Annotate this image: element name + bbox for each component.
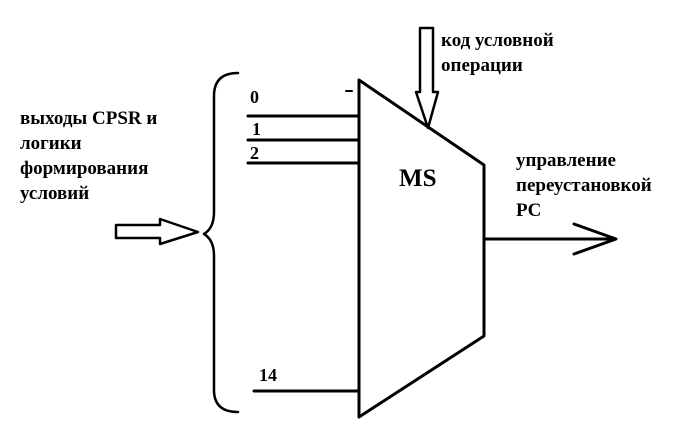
input-label-line-1: выходы CPSR и <box>20 108 157 129</box>
output-label-line-2: переустановкой <box>516 175 652 196</box>
input-line-label-14: 14 <box>259 365 277 385</box>
input-label-line-4: условий <box>20 183 89 204</box>
input-line-label-2: 2 <box>250 143 259 163</box>
input-line-label-1: 1 <box>252 119 261 139</box>
input-line-label-0: 0 <box>250 87 259 107</box>
output-arrowhead <box>572 222 618 256</box>
control-label-line-2: операции <box>441 55 523 76</box>
input-label-line-3: формирования <box>20 158 148 179</box>
input-hollow-arrow <box>114 217 200 246</box>
block-label: MS <box>399 165 437 192</box>
input-label: выходы CPSR и логики формирования услови… <box>20 108 157 204</box>
input-label-line-2: логики <box>20 133 82 154</box>
output-label-line-1: управление <box>516 150 616 171</box>
multiplexer-block <box>357 78 486 419</box>
control-label-line-1: код условной <box>441 30 554 51</box>
control-hollow-arrow <box>414 26 440 130</box>
output-label-line-3: PC <box>516 200 541 221</box>
input-brace <box>202 71 240 414</box>
